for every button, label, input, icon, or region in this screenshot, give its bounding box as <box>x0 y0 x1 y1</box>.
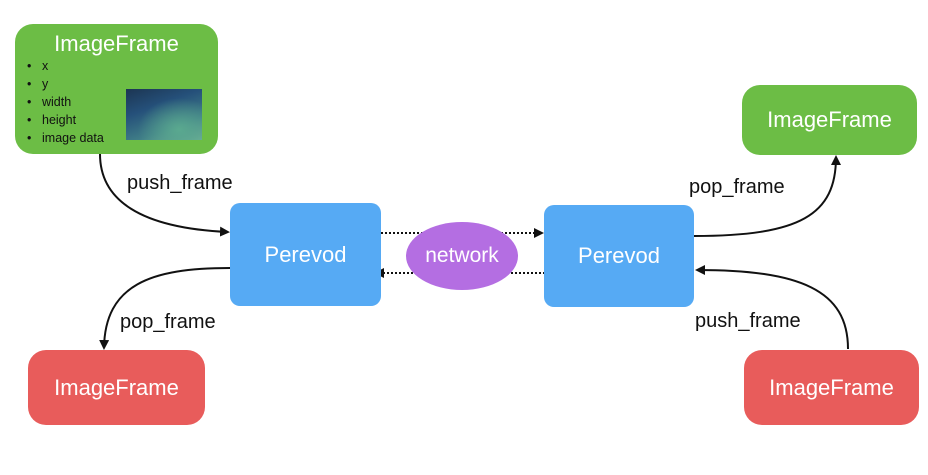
field-item: height <box>27 111 104 129</box>
edge-pop-left <box>99 267 231 350</box>
network-node: network <box>406 222 518 290</box>
edge-label-pop-frame-left: pop_frame <box>120 311 216 333</box>
image-frame-title: ImageFrame <box>54 31 179 56</box>
edge-push-right <box>695 265 849 350</box>
edge-push-left <box>99 153 230 237</box>
field-item: width <box>27 93 104 111</box>
image-frame-source-bottom-right: ImageFrame <box>744 350 919 425</box>
field-item: image data <box>27 129 104 147</box>
field-item: x <box>27 57 104 75</box>
perevod-node-right: Perevod <box>544 205 694 307</box>
edge-label-pop-frame-right: pop_frame <box>689 176 785 198</box>
image-frame-field-list: x y width height image data <box>27 57 104 147</box>
perevod-node-left: Perevod <box>230 203 381 306</box>
image-data-thumbnail <box>126 89 202 140</box>
field-item: y <box>27 75 104 93</box>
edge-label-push-frame-left: push_frame <box>127 172 233 194</box>
edge-label-push-frame-right: push_frame <box>695 310 801 332</box>
edge-pop-right <box>693 155 841 237</box>
image-frame-output-top-right: ImageFrame <box>742 85 917 155</box>
image-frame-source-top-left: ImageFrame x y width height image data <box>15 24 218 154</box>
image-frame-output-bottom-left: ImageFrame <box>28 350 205 425</box>
